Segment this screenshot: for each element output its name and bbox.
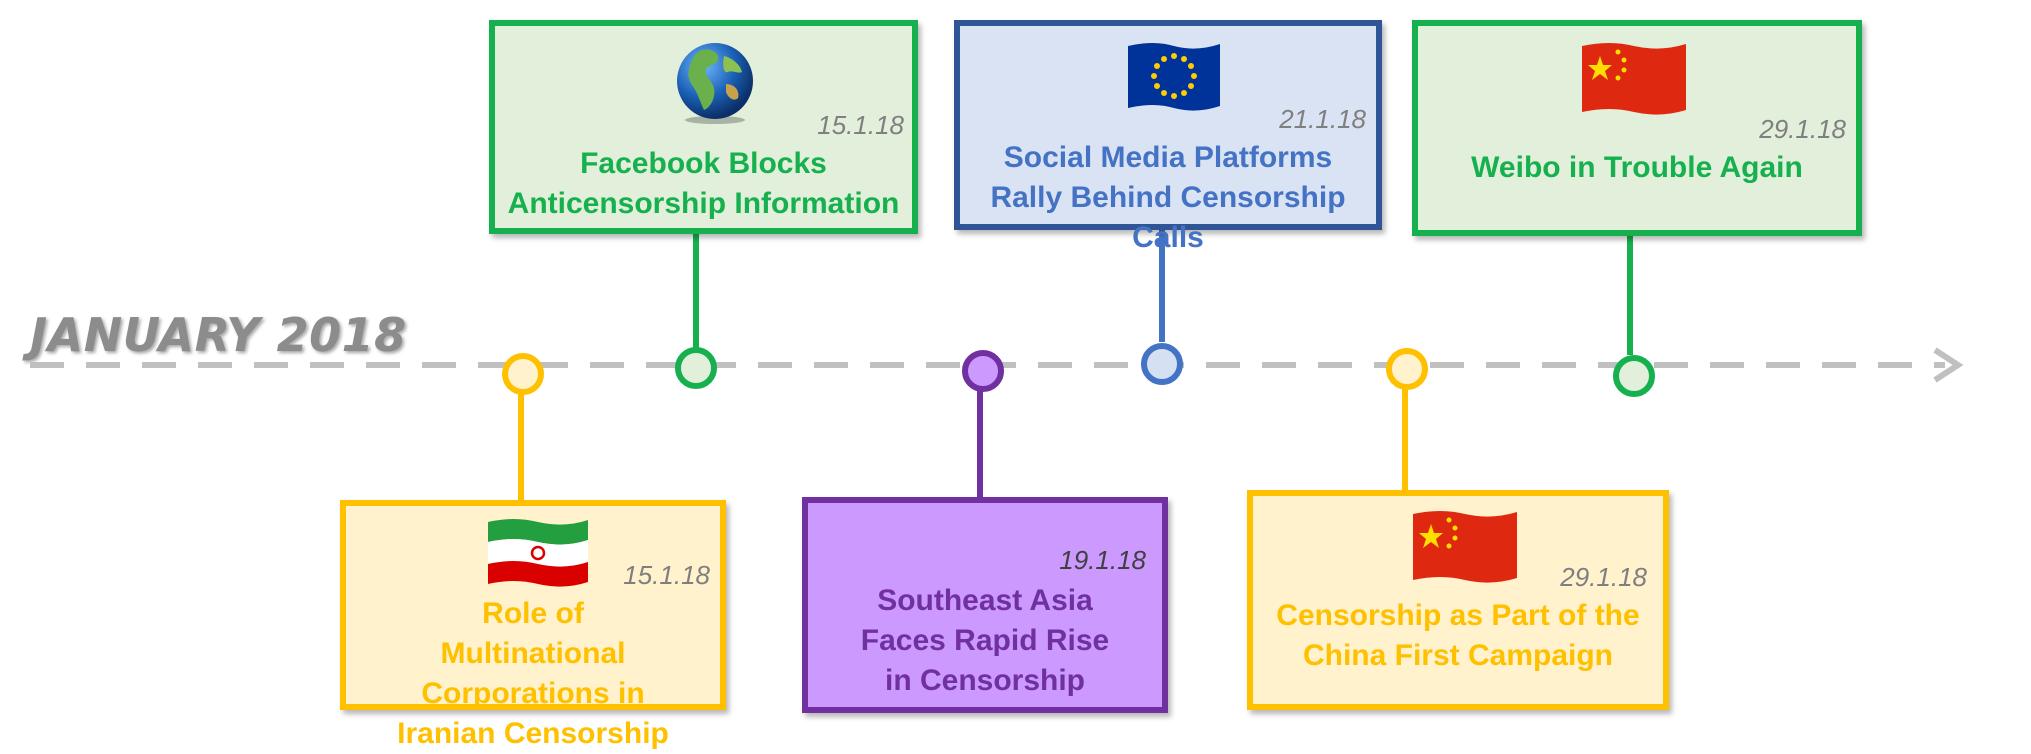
event-date: 15.1.18 <box>623 560 710 590</box>
connector-stem <box>693 232 699 352</box>
axis-arrowhead <box>1933 347 1964 383</box>
event-card: 29.1.18 Censorship as Part of the China … <box>1247 490 1669 710</box>
china-flag-icon <box>1413 511 1517 583</box>
timeline-dot <box>675 347 717 389</box>
eu-flag-icon <box>1128 43 1220 111</box>
event-title: Role of Multinational Corporations in Ir… <box>397 597 669 750</box>
month-label: JANUARY 2018 <box>30 308 407 362</box>
event-date: 29.1.18 <box>1560 562 1647 592</box>
event-card: 29.1.18 Weibo in Trouble Again <box>1412 20 1862 236</box>
connector-stem <box>518 385 524 505</box>
event-title: Facebook Blocks Anticensorship Informati… <box>507 147 900 220</box>
event-date: 21.1.18 <box>1279 104 1366 134</box>
event-title: Weibo in Trouble Again <box>1471 151 1803 184</box>
event-title: Social Media Platforms Rally Behind Cens… <box>990 141 1346 254</box>
connector-stem <box>1402 380 1408 492</box>
timeline-dot <box>962 350 1004 392</box>
connector-stem <box>977 382 983 497</box>
event-card: 15.1.18 Role of Multinational Corporatio… <box>340 500 726 750</box>
china-flag-icon <box>1582 43 1686 115</box>
timeline-dot <box>1613 355 1655 397</box>
event-date: 15.1.18 <box>817 110 904 140</box>
timeline-dot <box>1141 343 1183 385</box>
timeline-dot <box>1386 348 1428 390</box>
connector-stem <box>1627 235 1633 355</box>
event-card: 19.1.18 Southeast Asia Faces Rapid Rise … <box>802 497 1168 713</box>
event-card: 21.1.18 Social Media Platforms Rally Beh… <box>954 20 1382 254</box>
event-card: 15.1.18 Facebook Blocks Anticensorship I… <box>489 20 918 234</box>
timeline-dot <box>502 353 544 395</box>
iran-flag-icon <box>488 519 588 587</box>
event-date: 19.1.18 <box>1059 545 1146 575</box>
event-title: Southeast Asia Faces Rapid Rise in Censo… <box>860 584 1110 697</box>
globe-icon <box>677 43 753 124</box>
event-date: 29.1.18 <box>1759 114 1846 144</box>
connector-stem <box>1159 230 1165 342</box>
event-title: Censorship as Part of the China First Ca… <box>1276 599 1640 672</box>
